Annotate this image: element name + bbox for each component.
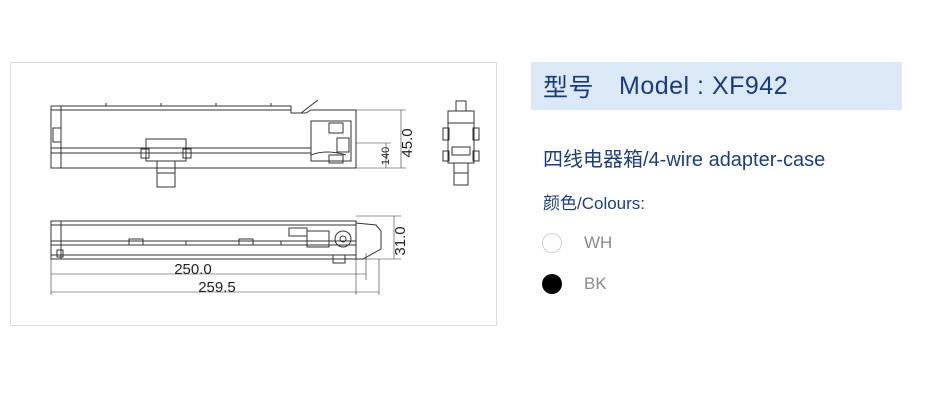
- product-description: 四线电器箱/4-wire adapter-case: [543, 149, 826, 171]
- dim-height-total: 45.0: [399, 128, 416, 157]
- dim-length-total: 259.5: [198, 279, 236, 296]
- black-swatch-icon: [542, 274, 562, 294]
- top-view: [50, 215, 401, 295]
- colour-option-bk: BK: [542, 274, 607, 294]
- model-label-cn: 型号: [543, 74, 595, 102]
- colours-heading: 颜色/Colours:: [543, 194, 646, 213]
- white-swatch-icon: [542, 233, 562, 253]
- dim-depth: 31.0: [392, 226, 409, 255]
- colour-name: BK: [584, 274, 607, 293]
- technical-drawing-panel: 45.0 140: [10, 62, 497, 326]
- colour-name: WH: [584, 233, 613, 252]
- side-view: [50, 99, 406, 188]
- model-header: 型号 Model : XF942: [531, 62, 902, 110]
- end-view: [442, 100, 480, 186]
- model-label-en: Model : XF942: [619, 71, 789, 100]
- dim-height-small: 140: [380, 147, 392, 165]
- technical-drawing: 45.0 140: [50, 99, 480, 296]
- colour-option-wh: WH: [542, 233, 612, 253]
- dim-length-inner: 250.0: [174, 261, 212, 278]
